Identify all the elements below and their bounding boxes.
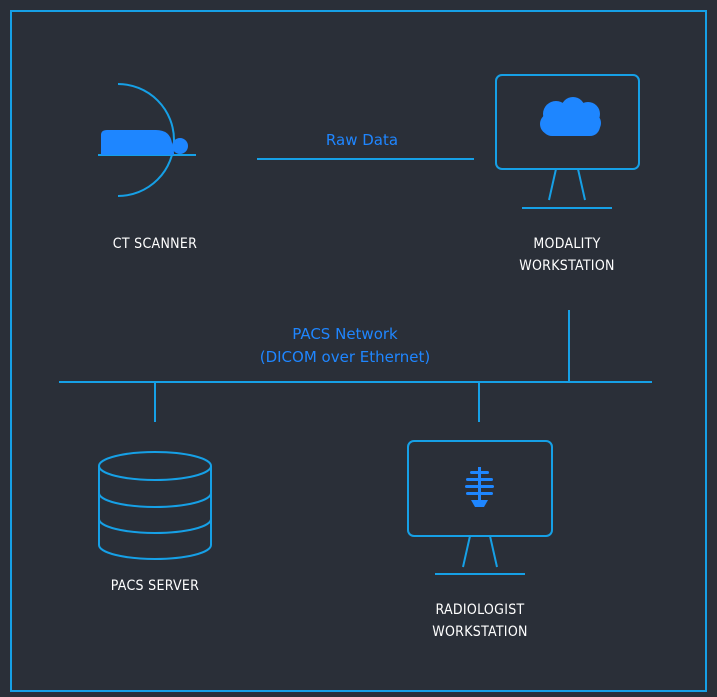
cloud-icon	[540, 97, 601, 136]
pacs-network-label-line1: PACS Network	[292, 325, 398, 343]
modality-workstation-label-line1: MODALITY	[533, 236, 600, 252]
ct-scanner-icon	[98, 83, 196, 197]
modality-workstation-label-line2: WORKSTATION	[519, 258, 615, 274]
pacs-network-label-line2: (DICOM over Ethernet)	[260, 348, 431, 366]
raw-data-label: Raw Data	[326, 131, 398, 149]
pacs-server-label: PACS SERVER	[111, 578, 199, 594]
ct-scanner-label: CT SCANNER	[113, 236, 197, 252]
patient-body	[101, 130, 174, 155]
xray-ribcage-icon	[465, 467, 494, 507]
patient-head	[172, 138, 188, 154]
radiologist-workstation-label-line1: RADIOLOGIST	[435, 602, 524, 618]
monitor-icon	[407, 440, 553, 575]
monitor-icon	[495, 74, 640, 209]
radiologist-workstation-label-line2: WORKSTATION	[432, 624, 528, 640]
diagram-frame	[10, 10, 707, 692]
database-icon	[98, 451, 212, 560]
